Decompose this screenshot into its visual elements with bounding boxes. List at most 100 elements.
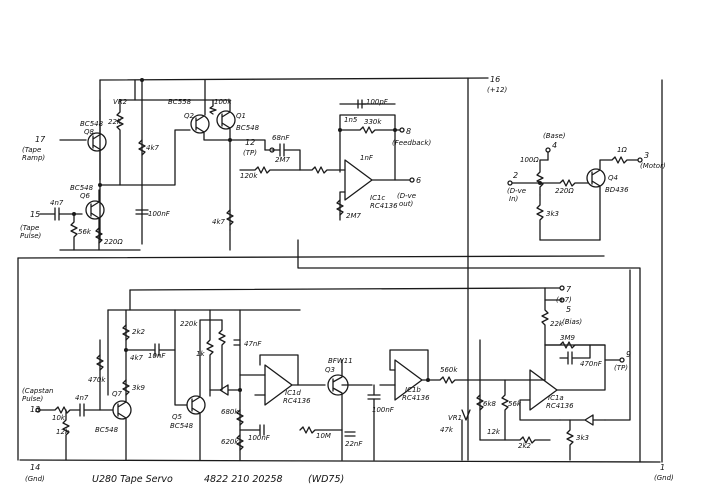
val-47k: 47k [440, 426, 454, 434]
val-100nfc: 100nF [372, 406, 395, 414]
val-10nf: 10nF [148, 352, 166, 360]
val-220ohm: 220Ω [104, 238, 123, 246]
pin-12-num: 12 [245, 138, 255, 147]
pin-1-num: 1 [660, 463, 665, 472]
pin-8-label: (Feedback) [392, 139, 431, 147]
val-100pf: 100pF [366, 98, 389, 106]
ic1d-section [239, 354, 381, 461]
pin-17-num: 17 [35, 135, 46, 144]
val-100nfa: 100nF [148, 210, 171, 218]
val-4k7a: 4k7 [146, 144, 160, 152]
pin-5-label: (Bias) [562, 318, 582, 326]
q1-type: BC548 [236, 124, 260, 132]
ic1b-type: RC4136 [402, 394, 430, 402]
q5-section [174, 309, 265, 461]
pin-17-label: (Tape [22, 146, 41, 154]
val-470k: 470k [88, 376, 106, 384]
val-47nf: 47nF [244, 340, 262, 348]
q2-name: Q2 [184, 112, 195, 120]
q4-type: BD436 [605, 186, 629, 194]
val-470nf: 470nF [580, 360, 603, 368]
rail-plus12-top [99, 77, 489, 81]
val-68nf: 68nF [272, 134, 290, 142]
val-2m7b: 2M7 [346, 212, 361, 220]
pin-5-num: 5 [566, 305, 571, 314]
val-120k: 120k [240, 172, 258, 180]
val-2k2a: 2k2 [132, 328, 146, 336]
val-1k: 1k [196, 350, 205, 358]
val-220ohmb: 220Ω [555, 187, 574, 195]
q2-q1-section [190, 99, 266, 251]
ic1c-section [239, 99, 415, 221]
q8-type: BC548 [80, 120, 104, 128]
ic1d-name: IC1d [285, 389, 301, 397]
pin-16-label: (+12) [487, 86, 508, 94]
pin-2-label: (D-ve [507, 187, 526, 195]
val-1nf: 1nF [360, 154, 374, 162]
q7-name: Q7 [112, 390, 123, 398]
q2-symbol [190, 114, 210, 134]
q3-name: Q3 [325, 366, 335, 374]
pin-9-label: (TP) [614, 364, 628, 372]
pin-14-label: (Gnd) [25, 475, 45, 483]
val-2m7a: 2M7 [275, 156, 290, 164]
pin-7-num: 7 [566, 285, 572, 294]
val-680k: 680k [221, 408, 239, 416]
val-4n7b: 4n7 [75, 394, 89, 402]
pin-4-label: (Base) [543, 132, 566, 140]
val-220k: 220k [180, 320, 198, 328]
q8-name: Q8 [84, 128, 95, 136]
val-12k: 12k [56, 428, 70, 436]
val-vr1: VR1 [448, 414, 462, 422]
pin-7-label: (+7) [556, 296, 572, 304]
pin-6-num: 6 [416, 176, 421, 185]
pin-1-label: (Gnd) [654, 474, 674, 482]
q5-symbol [186, 395, 206, 415]
pin-8-num: 8 [406, 127, 411, 136]
val-56k: 56k [78, 228, 92, 236]
pin-6-label-2: out) [399, 200, 413, 208]
ic1c-name: IC1c [370, 194, 385, 202]
val-2k2b: 2k2 [518, 442, 532, 450]
ic1d-type: RC4136 [283, 397, 311, 405]
val-100k: 100k [214, 98, 232, 106]
ic1d-symbol [264, 364, 293, 406]
q4-name: Q4 [608, 174, 618, 182]
pin-13-num: 13 [30, 405, 40, 414]
pin-2-label-2: In) [509, 195, 519, 203]
pin-3-num: 3 [644, 151, 649, 160]
val-560k: 560k [440, 366, 458, 374]
val-vr2: VR2 [113, 98, 128, 106]
variant-code: (WD75) [308, 474, 344, 485]
val-3k3a: 3k3 [546, 210, 559, 218]
pin-12-label: (TP) [243, 149, 257, 157]
pin-15-label-2: Pulse) [20, 232, 42, 240]
part-number: 4822 210 20258 [204, 474, 283, 485]
val-10m: 10M [316, 432, 331, 440]
rails [17, 77, 663, 463]
pin-16-num: 16 [490, 75, 500, 84]
q4-section [507, 147, 643, 241]
q3-type: BFW11 [328, 357, 353, 365]
q7-type: BC548 [95, 426, 119, 434]
ic1b-name: IC1b [405, 386, 421, 394]
q5-type: BC548 [170, 422, 194, 430]
rail-middle [17, 255, 605, 259]
q4-symbol [586, 168, 606, 188]
q6-name: Q6 [80, 192, 91, 200]
pin-13-label-2: Pulse) [22, 395, 44, 403]
ic1a-name: IC1a [548, 394, 564, 402]
ic1a-type: RC4136 [546, 402, 574, 410]
val-1ohm: 1Ω [617, 146, 627, 154]
val-100nfb: 100nF [248, 434, 271, 442]
ic1b-section [379, 349, 481, 401]
q6-type: BC548 [70, 184, 94, 192]
q1-name: Q1 [236, 112, 246, 120]
rail-gnd-bottom [19, 459, 661, 463]
pin-14-num: 14 [30, 463, 40, 472]
ic1c-symbol [344, 159, 373, 201]
pin-2-num: 2 [513, 171, 518, 180]
ic1c-type: RC4136 [370, 202, 398, 210]
